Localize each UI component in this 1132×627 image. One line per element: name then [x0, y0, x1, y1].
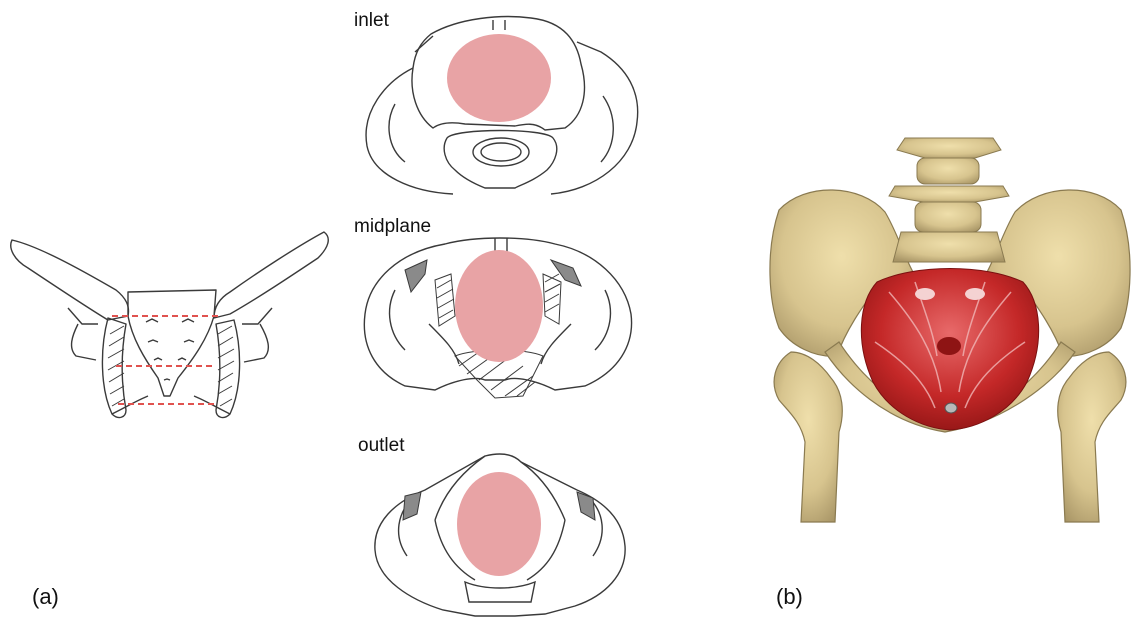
left-iliac-wing: [11, 240, 129, 320]
right-gray-spine: [551, 260, 581, 286]
outlet-left-gray: [403, 492, 421, 520]
outlet-right-gray: [577, 492, 595, 520]
anal-opening: [945, 403, 957, 413]
panel-label-a: (a): [32, 584, 59, 610]
lumbar-vertebrae: [889, 138, 1009, 232]
inlet-canal-area: [447, 34, 551, 122]
right-femur: [1058, 352, 1126, 522]
panel-label-b: (b): [776, 584, 803, 610]
left-femur: [774, 352, 842, 522]
outlet-coccyx: [465, 582, 535, 602]
inlet-view: [355, 12, 645, 202]
outlet-canal-area: [457, 472, 541, 576]
muscle-highlight-right: [965, 288, 985, 300]
outlet-view: [355, 450, 645, 620]
midplane-canal-area: [455, 250, 543, 362]
pelvis-3d-render: [765, 132, 1132, 522]
sacrum: [128, 290, 216, 396]
right-iliac-wing: [214, 232, 328, 318]
inlet-vertebra: [444, 131, 557, 189]
left-gray-spine: [405, 260, 427, 292]
left-acetabulum: [102, 318, 126, 417]
pelvis-front-view: [8, 228, 338, 428]
urethra-opening: [937, 337, 961, 355]
muscle-highlight-left: [915, 288, 935, 300]
sacrum-3d: [893, 232, 1005, 262]
midplane-view: [355, 230, 645, 410]
